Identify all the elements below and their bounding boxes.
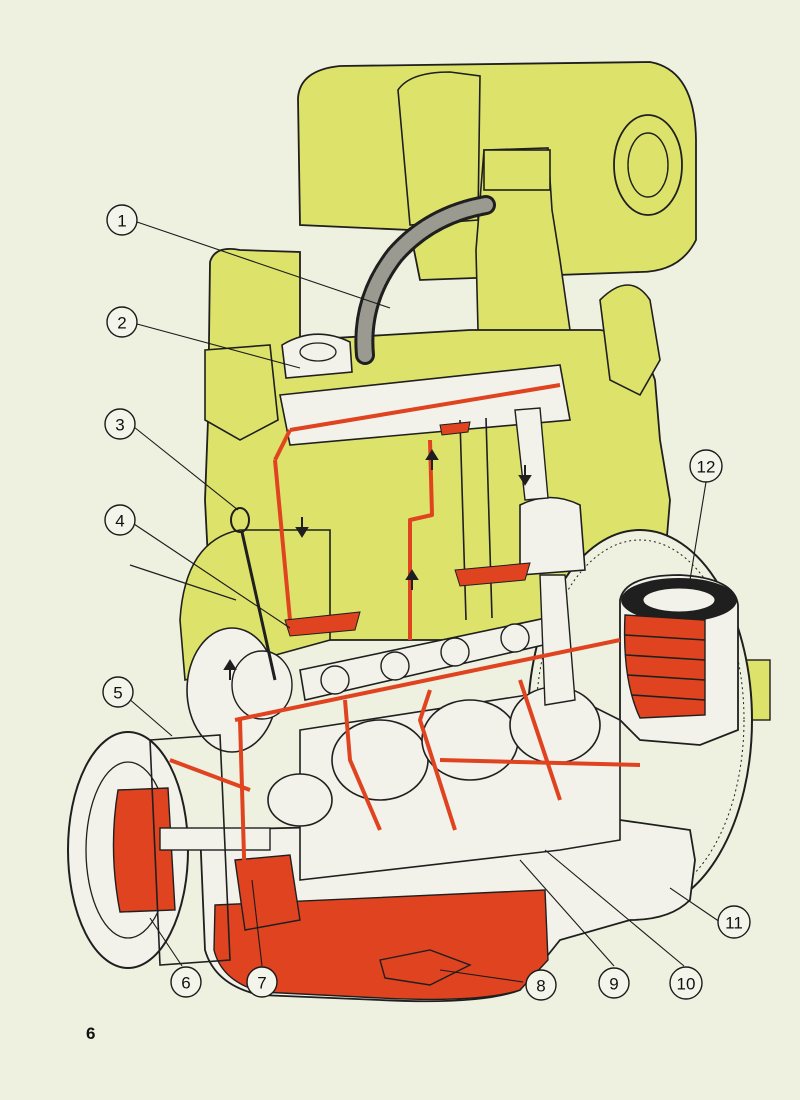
leader-7 bbox=[251, 879, 263, 967]
callout-1: 1 bbox=[106, 204, 138, 236]
leader-6 bbox=[149, 917, 183, 967]
main-oil-gallery bbox=[234, 638, 621, 722]
svg-text:1: 1 bbox=[117, 212, 126, 231]
connecting-rod bbox=[539, 574, 576, 706]
callout-2: 2 bbox=[106, 306, 138, 338]
leader-12 bbox=[689, 481, 707, 581]
oil-plate-3 bbox=[439, 421, 471, 436]
leader-2 bbox=[136, 323, 301, 369]
leader-5 bbox=[127, 697, 173, 737]
leader-1 bbox=[136, 221, 391, 309]
callout-8: 8 bbox=[525, 969, 557, 1001]
leader-lines bbox=[127, 221, 721, 983]
crank-feed-3 bbox=[518, 679, 562, 801]
leader-10 bbox=[544, 849, 685, 967]
clutch-oil-section bbox=[112, 787, 176, 913]
oil-filter bbox=[619, 574, 739, 746]
svg-text:3: 3 bbox=[115, 416, 124, 435]
callout-5: 5 bbox=[102, 676, 134, 708]
leader-11 bbox=[669, 887, 721, 923]
air-filter-inner-ring bbox=[627, 132, 669, 198]
rocker-shaft-gallery bbox=[289, 383, 561, 432]
clutch-shaft bbox=[159, 827, 271, 851]
crank-feed-2 bbox=[418, 689, 457, 831]
callout-7: 7 bbox=[246, 966, 278, 998]
svg-text:10: 10 bbox=[677, 975, 696, 994]
svg-text:12: 12 bbox=[697, 458, 716, 477]
pump-feed-gallery bbox=[238, 719, 247, 891]
callout-3: 3 bbox=[104, 408, 136, 440]
svg-text:9: 9 bbox=[609, 975, 618, 994]
oil-plate-2 bbox=[454, 562, 531, 587]
callout-9: 9 bbox=[598, 967, 630, 999]
svg-text:5: 5 bbox=[113, 684, 122, 703]
filter-return-gallery bbox=[439, 758, 641, 767]
leader-4 bbox=[133, 523, 291, 629]
callout-11: 11 bbox=[717, 905, 751, 939]
callout-4: 4 bbox=[104, 504, 136, 536]
carburettor-top bbox=[483, 149, 551, 191]
svg-text:11: 11 bbox=[725, 914, 743, 933]
callout-6: 6 bbox=[170, 966, 202, 998]
crank-feed-1 bbox=[343, 699, 382, 831]
svg-text:7: 7 bbox=[257, 974, 266, 993]
oil-plate-1 bbox=[284, 611, 361, 637]
clutch-feed-gallery bbox=[169, 758, 251, 792]
rocker-cover-base bbox=[279, 364, 571, 446]
svg-text:8: 8 bbox=[536, 977, 545, 996]
oil-pump bbox=[234, 854, 301, 931]
leader-3 bbox=[133, 426, 239, 511]
dipstick bbox=[129, 507, 277, 681]
breather-hose-texture bbox=[357, 198, 493, 362]
piston bbox=[519, 496, 586, 576]
leader-9 bbox=[519, 859, 615, 967]
flow-arrows bbox=[223, 449, 532, 680]
callouts: 1 2 3 4 5 6 7 8 9 10 11 12 bbox=[102, 204, 751, 1001]
pushrod-2 bbox=[485, 417, 493, 619]
leader-8 bbox=[439, 969, 524, 983]
page-number: 6 bbox=[86, 1024, 96, 1043]
air-filter-end-cap bbox=[613, 114, 683, 216]
pushrod-1 bbox=[459, 419, 467, 621]
clutch-housing bbox=[149, 734, 231, 966]
water-outlet-pipe bbox=[599, 284, 661, 397]
callout-12: 12 bbox=[689, 449, 723, 483]
left-riser-gallery bbox=[273, 429, 292, 621]
sump-strainer bbox=[379, 949, 472, 986]
air-filter-neck bbox=[397, 71, 481, 226]
distributor-housing bbox=[204, 344, 279, 441]
svg-text:6: 6 bbox=[181, 974, 190, 993]
oil-filter-element bbox=[623, 614, 706, 719]
svg-text:4: 4 bbox=[115, 512, 124, 531]
svg-text:2: 2 bbox=[117, 314, 126, 333]
callout-10: 10 bbox=[669, 966, 703, 1000]
